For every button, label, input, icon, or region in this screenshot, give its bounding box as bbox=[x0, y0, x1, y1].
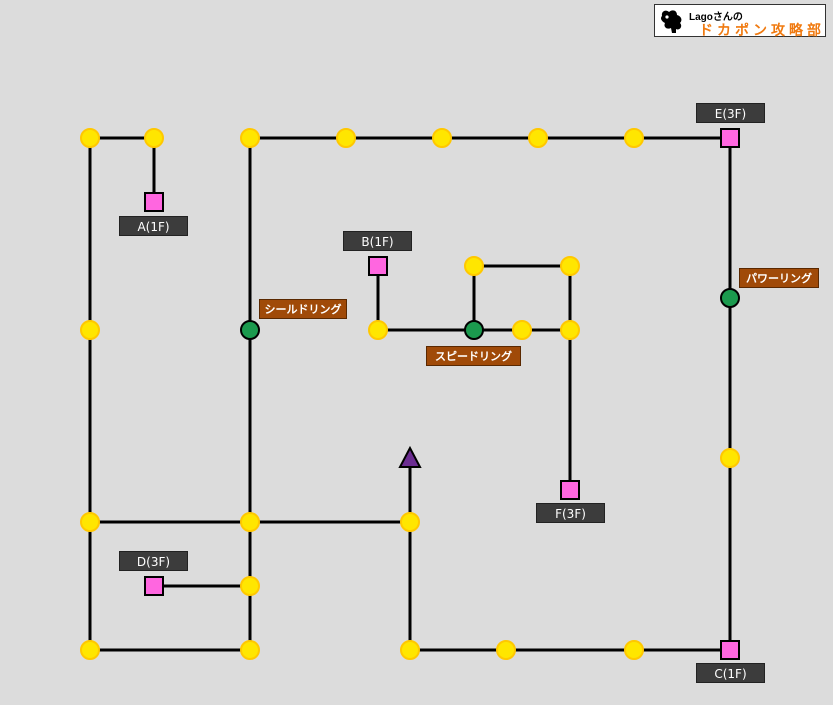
normal-space[interactable] bbox=[400, 512, 420, 532]
normal-space[interactable] bbox=[240, 576, 260, 596]
normal-space[interactable] bbox=[240, 640, 260, 660]
normal-space[interactable] bbox=[496, 640, 516, 660]
normal-space[interactable] bbox=[368, 320, 388, 340]
warp-space-c[interactable] bbox=[720, 640, 740, 660]
warp-space-d[interactable] bbox=[144, 576, 164, 596]
floor-label-c: C(1F) bbox=[696, 663, 765, 683]
floor-label-f: F(3F) bbox=[536, 503, 605, 523]
normal-space[interactable] bbox=[400, 640, 420, 660]
normal-space[interactable] bbox=[80, 128, 100, 148]
site-logo: Lagoさんの ドカポン攻略部 bbox=[654, 4, 826, 39]
item-space-power-ring[interactable] bbox=[720, 288, 740, 308]
normal-space[interactable] bbox=[512, 320, 532, 340]
warp-space-e[interactable] bbox=[720, 128, 740, 148]
normal-space[interactable] bbox=[240, 512, 260, 532]
floor-label-b: B(1F) bbox=[343, 231, 412, 251]
normal-space[interactable] bbox=[720, 448, 740, 468]
normal-space[interactable] bbox=[80, 512, 100, 532]
start-triangle-icon[interactable] bbox=[398, 445, 422, 468]
normal-space[interactable] bbox=[560, 256, 580, 276]
mascot-silhouette-icon bbox=[661, 10, 682, 33]
normal-spaces bbox=[80, 128, 740, 660]
normal-space[interactable] bbox=[144, 128, 164, 148]
map-paths bbox=[88, 136, 732, 652]
normal-space[interactable] bbox=[80, 320, 100, 340]
normal-space[interactable] bbox=[560, 320, 580, 340]
item-space-shield-ring[interactable] bbox=[240, 320, 260, 340]
floor-label-d: D(3F) bbox=[119, 551, 188, 571]
normal-space[interactable] bbox=[80, 640, 100, 660]
item-label-power-ring: パワーリング bbox=[739, 268, 819, 288]
item-spaces bbox=[240, 288, 740, 340]
warp-spaces bbox=[144, 128, 740, 660]
normal-space[interactable] bbox=[528, 128, 548, 148]
item-label-shield-ring: シールドリング bbox=[259, 299, 347, 319]
item-space-speed-ring[interactable] bbox=[464, 320, 484, 340]
normal-space[interactable] bbox=[624, 128, 644, 148]
warp-space-f[interactable] bbox=[560, 480, 580, 500]
logo-line-1: Lagoさんの bbox=[689, 12, 743, 23]
normal-space[interactable] bbox=[624, 640, 644, 660]
warp-space-a[interactable] bbox=[144, 192, 164, 212]
normal-space[interactable] bbox=[464, 256, 484, 276]
warp-space-b[interactable] bbox=[368, 256, 388, 276]
normal-space[interactable] bbox=[240, 128, 260, 148]
floor-label-e: E(3F) bbox=[696, 103, 765, 123]
item-label-speed-ring: スピードリング bbox=[426, 346, 521, 366]
logo-line-2: ドカポン攻略部 bbox=[699, 23, 825, 39]
normal-space[interactable] bbox=[336, 128, 356, 148]
floor-label-a: A(1F) bbox=[119, 216, 188, 236]
normal-space[interactable] bbox=[432, 128, 452, 148]
